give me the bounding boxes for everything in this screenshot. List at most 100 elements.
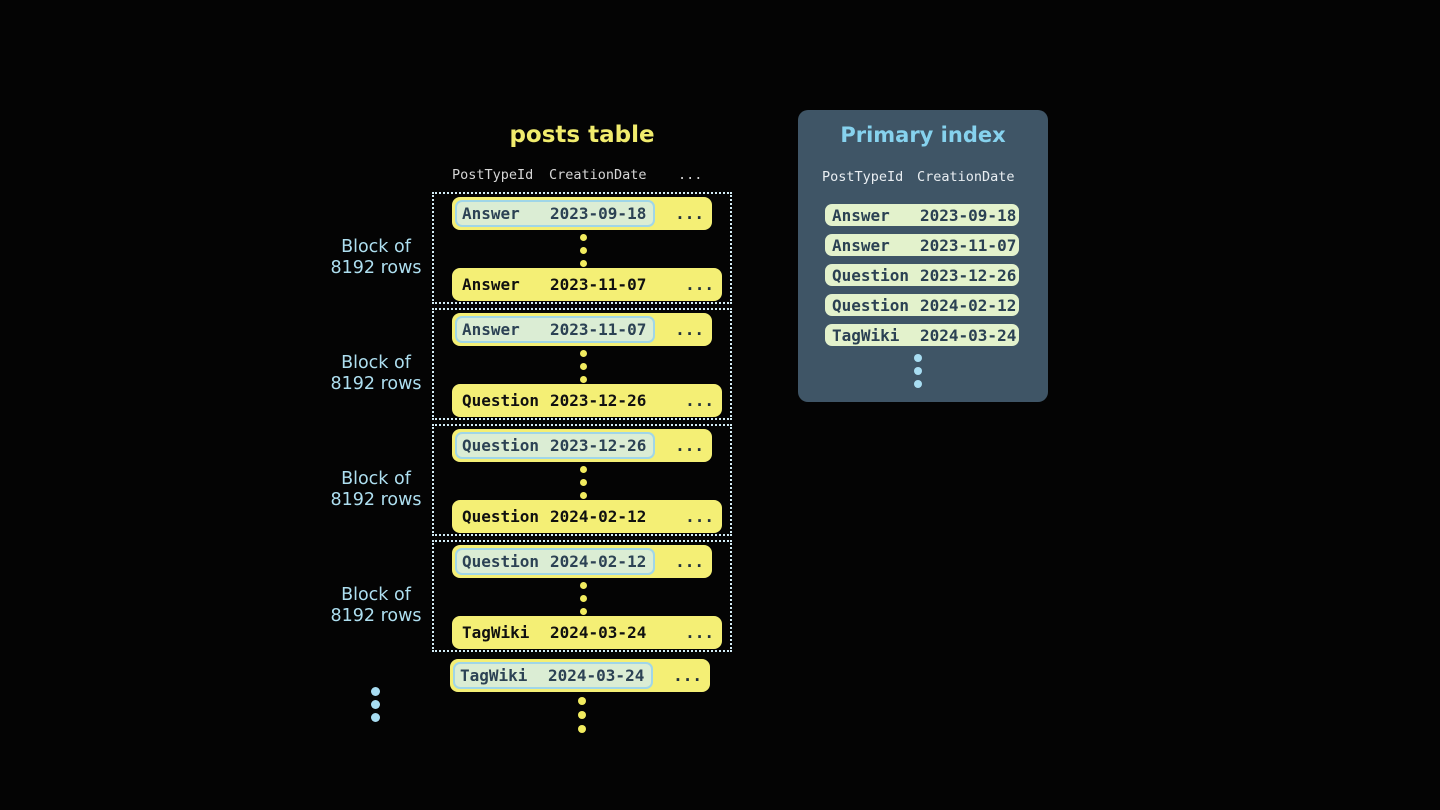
index-row: Question 2024-02-12 [825, 294, 1019, 316]
column-header-creationdate: CreationDate [917, 169, 1015, 185]
column-header-more: ... [678, 167, 703, 183]
vertical-ellipsis-dots [580, 234, 587, 267]
cell-creationdate: 2023-12-26 [920, 265, 1017, 285]
block-label-line2: 8192 rows [330, 258, 422, 278]
table-continues-dots [578, 697, 586, 733]
cell-creationdate: 2023-09-18 [920, 205, 1017, 225]
table-row: Question 2024-02-12 ... [452, 500, 722, 533]
cell-creationdate: 2023-11-07 [550, 275, 647, 294]
dot [580, 247, 587, 254]
cell-creationdate: 2024-02-12 [550, 552, 647, 571]
cell-creationdate: 2023-12-26 [550, 391, 647, 410]
primary-index-title: Primary index [840, 123, 1006, 147]
cell-posttypeid: TagWiki [462, 623, 530, 642]
cell-posttypeid: Answer [462, 204, 520, 223]
block-label-2: Block of 8192 rows [316, 353, 436, 395]
cell-posttypeid: Question [832, 295, 910, 315]
highlight-pill: Question 2023-12-26 [455, 432, 655, 459]
vertical-ellipsis-dots [580, 350, 587, 383]
cell-creationdate: 2024-03-24 [920, 325, 1017, 345]
posts-table-title: posts table [509, 122, 655, 148]
cell-creationdate: 2024-02-12 [920, 295, 1017, 315]
row-block-4: Question 2024-02-12 ... TagWiki 2024-03-… [432, 540, 732, 652]
dot [580, 492, 587, 499]
dot [914, 367, 922, 375]
dot [578, 725, 586, 733]
table-row: TagWiki 2024-03-24 ... [452, 616, 722, 649]
index-row: Answer 2023-09-18 [825, 204, 1019, 226]
dot [914, 380, 922, 388]
cell-posttypeid: TagWiki [832, 325, 900, 345]
row-ellipsis: ... [675, 552, 704, 571]
cell-posttypeid: Question [462, 507, 540, 526]
dot [371, 713, 380, 722]
row-ellipsis: ... [685, 391, 714, 410]
table-row: Question 2023-12-26 ... [452, 429, 712, 462]
cell-creationdate: 2024-03-24 [548, 666, 645, 685]
block-label-line2: 8192 rows [330, 606, 422, 626]
dot [371, 687, 380, 696]
cell-posttypeid: Question [462, 436, 540, 455]
block-label-line1: Block of [341, 585, 411, 605]
block-label-line1: Block of [341, 469, 411, 489]
cell-posttypeid: Question [462, 552, 540, 571]
highlight-pill: Question 2024-02-12 [455, 548, 655, 575]
dot [580, 595, 587, 602]
row-block-1: Answer 2023-09-18 ... Answer 2023-11-07 … [432, 192, 732, 304]
table-row: Answer 2023-11-07 ... [452, 268, 722, 301]
index-row: TagWiki 2024-03-24 [825, 324, 1019, 346]
cell-creationdate: 2024-02-12 [550, 507, 647, 526]
dot [578, 711, 586, 719]
dot [580, 582, 587, 589]
cell-posttypeid: Answer [462, 275, 520, 294]
table-row: Answer 2023-11-07 ... [452, 313, 712, 346]
cell-creationdate: 2023-12-26 [550, 436, 647, 455]
row-block-3: Question 2023-12-26 ... Question 2024-02… [432, 424, 732, 536]
cell-posttypeid: TagWiki [460, 666, 528, 685]
dot [580, 234, 587, 241]
block-label-line2: 8192 rows [330, 374, 422, 394]
column-header-posttypeid: PostTypeId [452, 167, 534, 183]
posts-table-column-headers: PostTypeId CreationDate ... [432, 167, 732, 185]
row-ellipsis: ... [675, 436, 704, 455]
highlight-pill: Answer 2023-11-07 [455, 316, 655, 343]
dot [580, 466, 587, 473]
index-row: Question 2023-12-26 [825, 264, 1019, 286]
block-label-3: Block of 8192 rows [316, 469, 436, 511]
cell-creationdate: 2023-11-07 [920, 235, 1017, 255]
cell-posttypeid: Answer [832, 235, 890, 255]
cell-creationdate: 2023-09-18 [550, 204, 647, 223]
dot [580, 350, 587, 357]
block-label-line1: Block of [341, 237, 411, 257]
highlight-pill: TagWiki 2024-03-24 [453, 662, 653, 689]
index-continues-dots [914, 354, 922, 388]
column-header-creationdate: CreationDate [549, 167, 647, 183]
dot [371, 700, 380, 709]
row-ellipsis: ... [685, 507, 714, 526]
row-ellipsis: ... [685, 275, 714, 294]
column-header-posttypeid: PostTypeId [822, 169, 904, 185]
cell-creationdate: 2024-03-24 [550, 623, 647, 642]
table-row: Question 2023-12-26 ... [452, 384, 722, 417]
vertical-ellipsis-dots [580, 466, 587, 499]
dot [578, 697, 586, 705]
primary-index-panel: Primary index PostTypeId CreationDate An… [798, 110, 1048, 402]
row-block-2: Answer 2023-11-07 ... Question 2023-12-2… [432, 308, 732, 420]
dot [914, 354, 922, 362]
dot [580, 608, 587, 615]
dot [580, 260, 587, 267]
cell-creationdate: 2023-11-07 [550, 320, 647, 339]
table-row: Answer 2023-09-18 ... [452, 197, 712, 230]
cell-posttypeid: Question [462, 391, 540, 410]
row-ellipsis: ... [675, 320, 704, 339]
block-label-line1: Block of [341, 353, 411, 373]
cell-posttypeid: Answer [462, 320, 520, 339]
row-ellipsis: ... [675, 204, 704, 223]
row-ellipsis: ... [685, 623, 714, 642]
row-ellipsis: ... [673, 666, 702, 685]
dot [580, 376, 587, 383]
dot [580, 479, 587, 486]
cell-posttypeid: Question [832, 265, 910, 285]
vertical-ellipsis-dots [580, 582, 587, 615]
